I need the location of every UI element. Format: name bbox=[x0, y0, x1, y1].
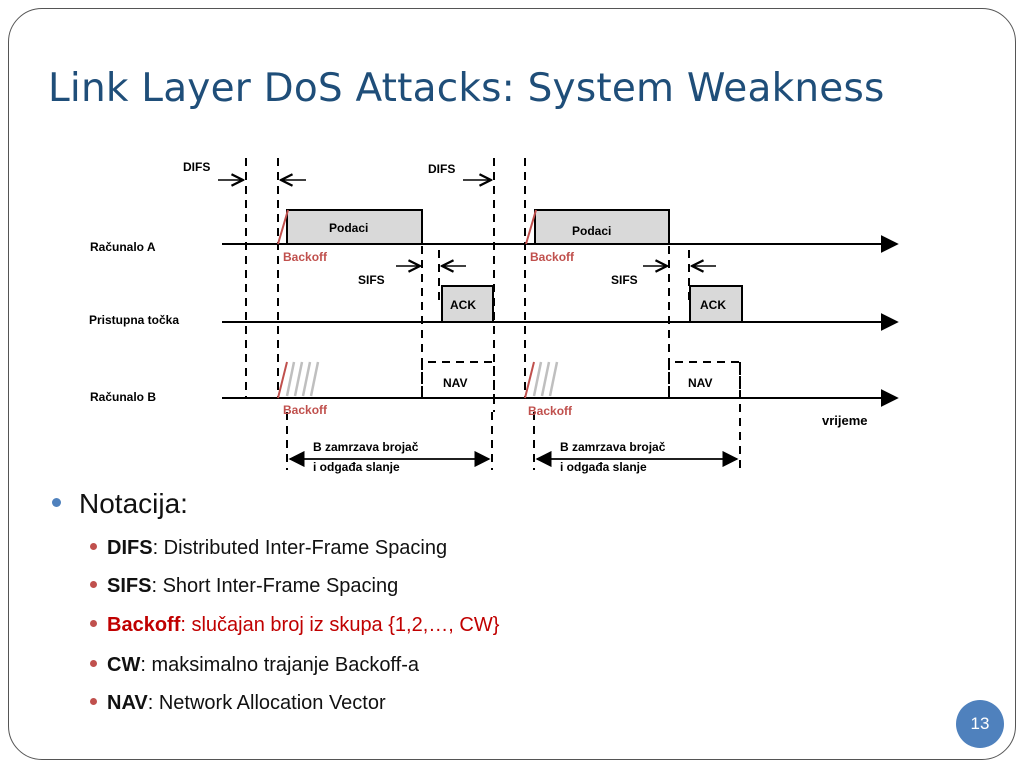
svg-text:DIFS: DIFS bbox=[428, 162, 455, 176]
ack-frame-1: ACK bbox=[441, 285, 494, 323]
backoff-label-a1: Backoff bbox=[283, 250, 328, 264]
row-label-a: Računalo A bbox=[90, 240, 156, 254]
backoff-label-b2: Backoff bbox=[528, 404, 573, 418]
notation-heading: Notacija: bbox=[52, 488, 188, 520]
ack-frame-2: ACK bbox=[689, 285, 743, 323]
sifs-marker-1: SIFS bbox=[358, 266, 466, 287]
backoff-label-a2: Backoff bbox=[530, 250, 575, 264]
svg-text:i odgađa slanje: i odgađa slanje bbox=[560, 460, 647, 474]
slide-frame bbox=[8, 8, 1016, 760]
nav-box-2: NAV bbox=[668, 361, 741, 398]
notation-item-sifs: SIFS: Short Inter-Frame Spacing bbox=[90, 575, 398, 598]
bullet-icon bbox=[90, 698, 97, 706]
notation-item-cw: CW: maksimalno trajanje Backoff-a bbox=[90, 654, 419, 677]
svg-text:Podaci: Podaci bbox=[572, 224, 611, 238]
backoff-label-b1: Backoff bbox=[283, 403, 328, 417]
svg-text:B zamrzava brojač: B zamrzava brojač bbox=[560, 440, 666, 454]
frozen-backoff-2: Backoff bbox=[524, 361, 573, 418]
svg-text:ACK: ACK bbox=[450, 298, 476, 312]
data-frame-2: Podaci bbox=[525, 209, 670, 245]
notation-item-difs: DIFS: Distributed Inter-Frame Spacing bbox=[90, 537, 447, 560]
row-label-b: Računalo B bbox=[90, 390, 156, 404]
notation-item-backoff: Backoff: slučajan broj iz skupa {1,2,…, … bbox=[90, 614, 499, 637]
svg-text:NAV: NAV bbox=[443, 376, 467, 390]
svg-text:i odgađa slanje: i odgađa slanje bbox=[313, 460, 400, 474]
svg-text:DIFS: DIFS bbox=[183, 160, 210, 174]
svg-text:ACK: ACK bbox=[700, 298, 726, 312]
bullet-icon bbox=[90, 581, 97, 589]
bullet-icon bbox=[90, 660, 97, 668]
freeze-span-2: B zamrzava brojač i odgađa slanje bbox=[535, 440, 739, 474]
sifs-marker-2: SIFS bbox=[611, 266, 716, 287]
bullet-icon bbox=[52, 498, 61, 508]
freeze-span-1: B zamrzava brojač i odgađa slanje bbox=[288, 440, 491, 474]
difs-marker-1: DIFS bbox=[183, 160, 306, 180]
svg-text:SIFS: SIFS bbox=[358, 273, 385, 287]
frozen-backoff-1: Backoff bbox=[277, 361, 328, 417]
data-frame-1: Podaci bbox=[277, 209, 423, 245]
time-axis-label: vrijeme bbox=[822, 413, 868, 428]
row-label-ap: Pristupna točka bbox=[89, 313, 179, 327]
page-number-badge: 13 bbox=[956, 700, 1004, 748]
slide-title: Link Layer DoS Attacks: System Weakness bbox=[48, 66, 885, 111]
bullet-icon bbox=[90, 620, 97, 628]
notation-item-nav: NAV: Network Allocation Vector bbox=[90, 692, 386, 715]
nav-box-1: NAV bbox=[421, 361, 495, 398]
svg-text:SIFS: SIFS bbox=[611, 273, 638, 287]
svg-text:B zamrzava brojač: B zamrzava brojač bbox=[313, 440, 419, 454]
difs-marker-2: DIFS bbox=[428, 162, 491, 180]
svg-text:NAV: NAV bbox=[688, 376, 712, 390]
bullet-icon bbox=[90, 543, 97, 551]
svg-text:Podaci: Podaci bbox=[329, 221, 368, 235]
